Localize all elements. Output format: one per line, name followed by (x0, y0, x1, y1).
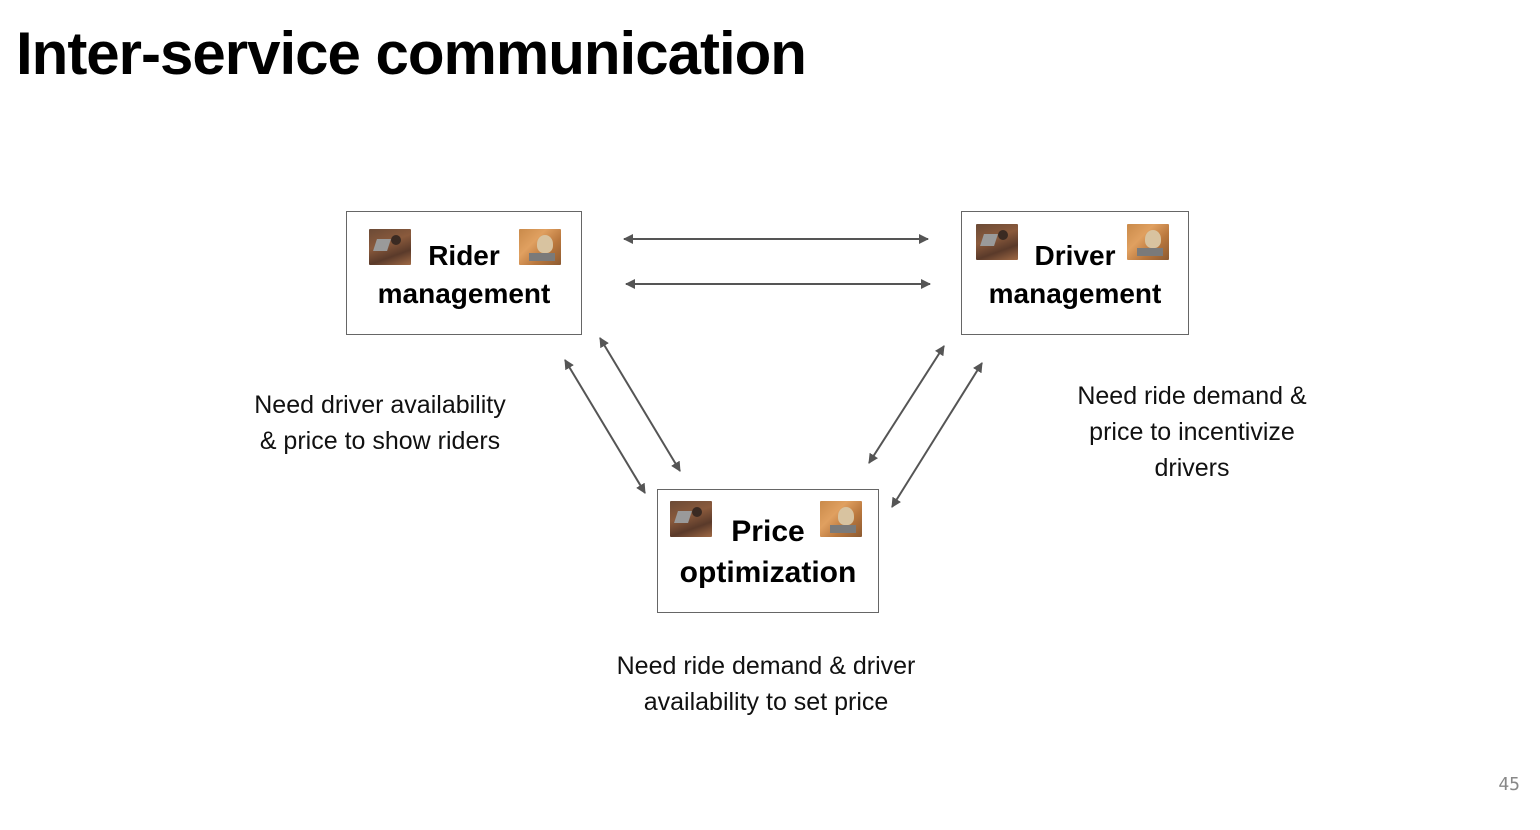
price-optimization-box: Price optimization (657, 489, 879, 613)
cat-laptop-photo-icon (820, 501, 862, 537)
driver-needs-caption-line: price to incentivize (1089, 418, 1295, 446)
rider-needs-caption-line: & price to show riders (259, 427, 501, 455)
arrow-driver-price-right (891, 362, 983, 508)
slide-title: Inter-service communication (16, 20, 807, 87)
laptop-user-photo-icon (976, 224, 1018, 260)
driver-management-box: Driver management (961, 211, 1189, 335)
arrow-rider-price-left (564, 359, 646, 494)
rider-management-label-line2: management (377, 278, 551, 310)
driver-management-label: Driver management (962, 237, 1188, 313)
arrow-driver-price-left (868, 345, 945, 464)
driver-needs-caption: Need ride demand & price to incentivize … (1042, 378, 1342, 486)
price-optimization-label-line1: Price (731, 515, 805, 548)
driver-management-label-line1: Driver (1034, 240, 1116, 271)
laptop-user-photo-icon (369, 229, 411, 265)
price-needs-caption: Need ride demand & driver availability t… (566, 648, 966, 720)
price-needs-caption-line: availability to set price (643, 688, 889, 716)
rider-needs-caption-line: Need driver availability (254, 391, 506, 419)
cat-laptop-photo-icon (1127, 224, 1169, 260)
driver-management-label-line2: management (988, 278, 1162, 310)
price-optimization-label-line2: optimization (679, 555, 857, 589)
rider-management-box: Rider management (346, 211, 582, 335)
page-number: 45 (1498, 774, 1520, 795)
price-needs-caption-line: Need ride demand & driver (616, 652, 916, 680)
driver-needs-caption-line: drivers (1154, 454, 1230, 482)
cat-laptop-photo-icon (519, 229, 561, 265)
price-optimization-label: Price optimization (658, 512, 878, 593)
arrow-rider-price-right (599, 337, 681, 472)
rider-management-label: Rider management (347, 237, 581, 313)
laptop-user-photo-icon (670, 501, 712, 537)
rider-management-label-line1: Rider (428, 240, 500, 271)
driver-needs-caption-line: Need ride demand & (1077, 382, 1307, 410)
rider-needs-caption: Need driver availability & price to show… (220, 387, 540, 459)
